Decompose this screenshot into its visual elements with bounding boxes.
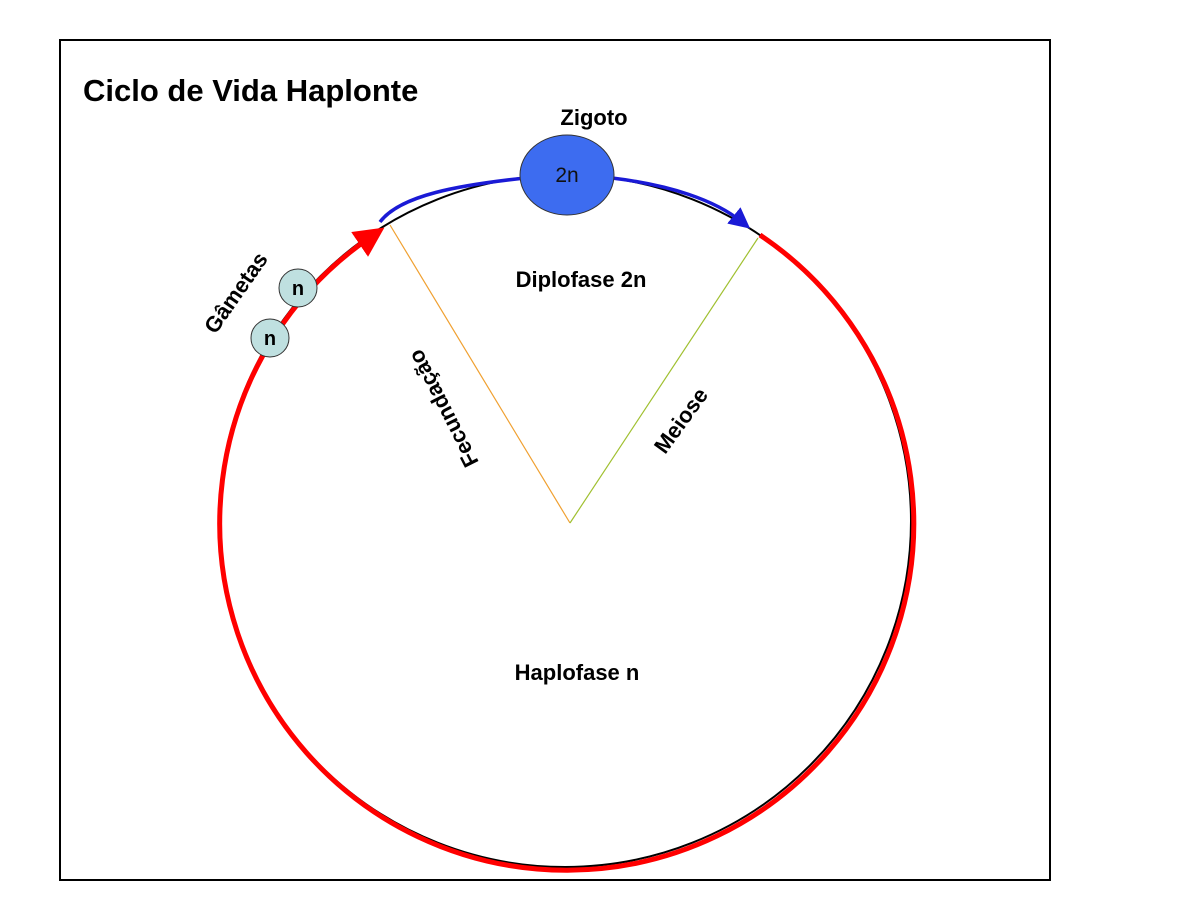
diploid-phase-arc (378, 176, 742, 222)
diagram-title: Ciclo de Vida Haplonte (83, 73, 418, 108)
fertilization-line (389, 224, 571, 524)
fertilization-label: Fecundação (403, 346, 484, 472)
zygote-label: Zigoto (560, 105, 627, 130)
haploid-phase-label: Haplofase n (515, 660, 640, 685)
frame-border (59, 39, 1051, 881)
gamete-ploidy: n (292, 278, 304, 300)
zygote-ploidy: 2n (555, 164, 578, 187)
meiosis-label: Meiose (649, 383, 713, 458)
diploid-phase-label: Diplofase 2n (516, 267, 647, 292)
gamete-ploidy: n (264, 328, 276, 350)
gamete-cell (250, 318, 290, 358)
meiosis-line (569, 237, 759, 524)
haploid-phase-arc (217, 227, 917, 873)
zygote-cell (519, 134, 615, 216)
gamete-cell (278, 268, 318, 308)
